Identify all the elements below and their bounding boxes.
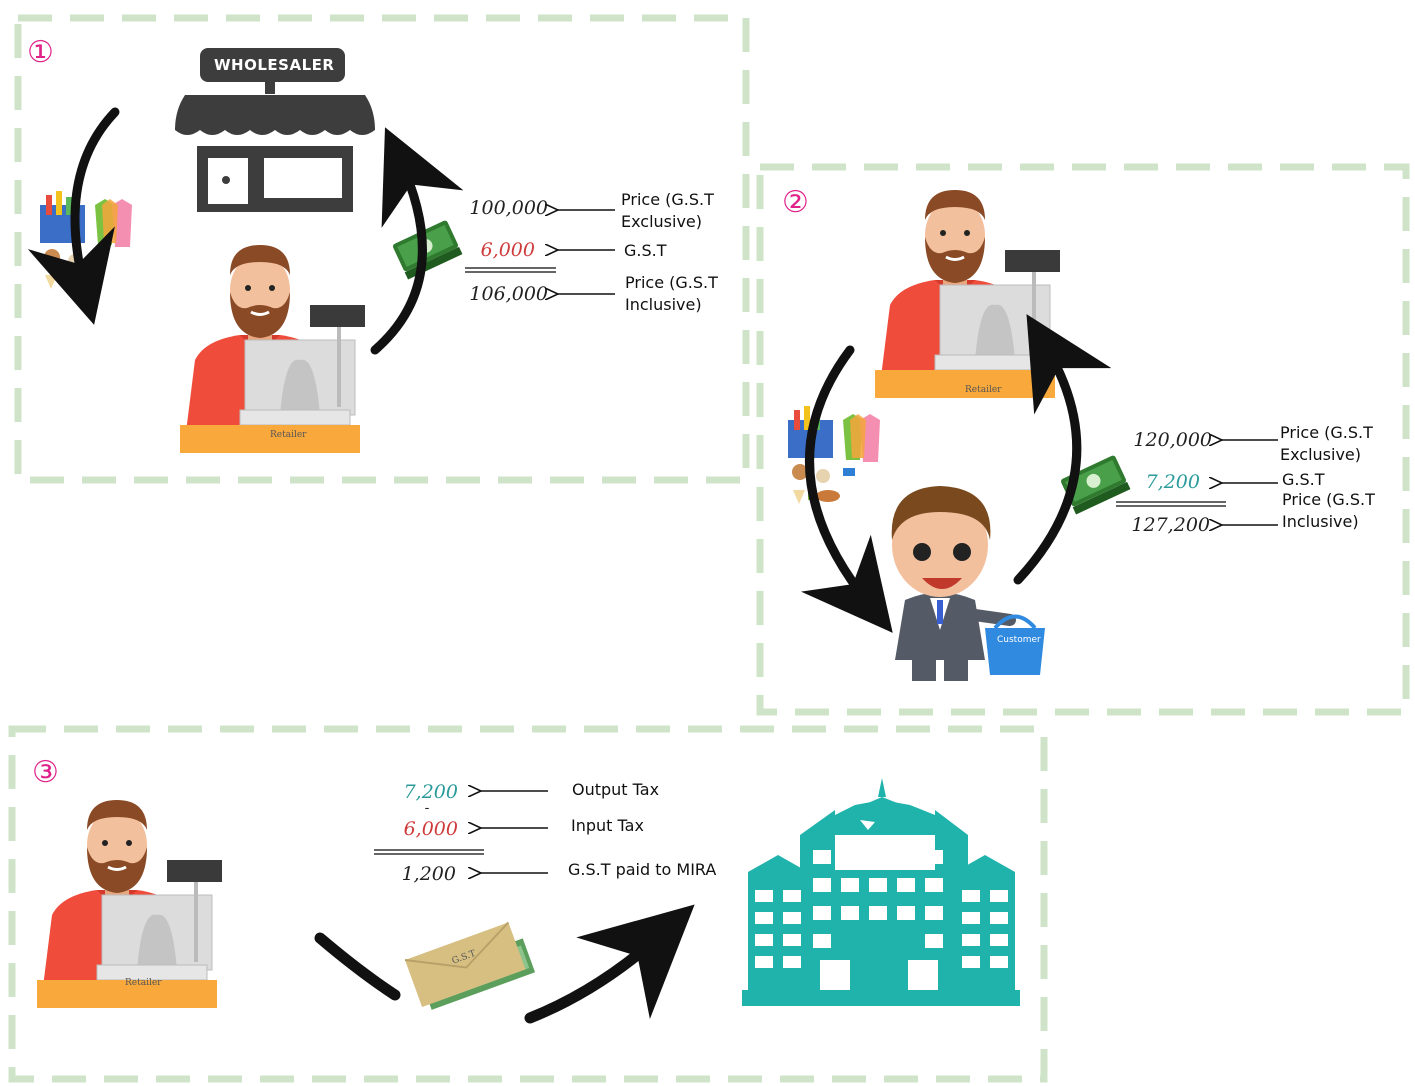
- p3-value-input-tax: 6,000: [404, 818, 458, 840]
- customer-icon: Customer: [891, 486, 1045, 681]
- arrow-icon: [524, 904, 695, 1024]
- p2-label-gst: G.S.T: [1282, 470, 1325, 489]
- panel2-frame: [756, 163, 1410, 716]
- wholesaler-sign: WHOLESALER: [214, 56, 334, 74]
- p3-value-output-tax: 7,200: [404, 781, 458, 803]
- p1-label-gst: G.S.T: [624, 241, 667, 260]
- p2-value-price-inclusive: 127,200: [1131, 514, 1210, 536]
- goods-icon: [788, 406, 880, 504]
- p1-label-price-exclusive-1: Price (G.S.T: [621, 190, 714, 209]
- p1-value-price-inclusive: 106,000: [469, 283, 548, 305]
- building-windows: [755, 850, 1008, 990]
- basket-label: Customer: [997, 635, 1041, 645]
- p2-value-gst: 7,200: [1146, 471, 1200, 493]
- arrow-icon: [1013, 314, 1112, 585]
- p2-value-price-exclusive: 120,000: [1133, 429, 1212, 451]
- p1-label-price-inclusive-1: Price (G.S.T: [625, 273, 718, 292]
- step-number-1: ①: [27, 35, 54, 70]
- shop-icon: WHOLESALER: [175, 48, 375, 212]
- p2-label-price-inclusive-2: Inclusive): [1282, 512, 1359, 531]
- cash-icon: [392, 219, 463, 280]
- p3-label-gst-paid: G.S.T paid to MIRA: [568, 860, 716, 879]
- retailer-icon: [35, 798, 224, 1010]
- p2-label-price-inclusive-1: Price (G.S.T: [1282, 490, 1375, 509]
- p3-label-output-tax: Output Tax: [572, 780, 659, 799]
- arrow-icon: [370, 127, 464, 355]
- p3-value-gst-paid: 1,200: [402, 863, 456, 885]
- p1-value-price-exclusive: 100,000: [469, 197, 548, 219]
- envelope-icon: G.S.T: [404, 921, 536, 1010]
- panel1-frame: [14, 14, 750, 484]
- step-number-3: ③: [32, 755, 59, 790]
- p3-label-input-tax: Input Tax: [571, 816, 644, 835]
- p1-label-price-inclusive-2: Inclusive): [625, 295, 702, 314]
- retailer-icon: [873, 188, 1062, 400]
- arrow-icon: [801, 345, 893, 633]
- p3-minus-sign: -: [425, 800, 430, 816]
- retailer-icon: [178, 243, 367, 455]
- p2-label-price-exclusive-1: Price (G.S.T: [1280, 423, 1373, 442]
- register-label-1: Retailer: [270, 430, 307, 440]
- p1-label-price-exclusive-2: Exclusive): [621, 212, 702, 231]
- p1-value-gst: 6,000: [481, 239, 535, 261]
- register-label-3: Retailer: [125, 978, 162, 988]
- arrow-icon: [314, 932, 401, 1001]
- panel3-frame: [8, 725, 1048, 1083]
- goods-icon: [40, 191, 132, 289]
- arrow-icon: [27, 107, 120, 325]
- step-number-2: ②: [782, 185, 809, 220]
- register-label-2: Retailer: [965, 385, 1002, 395]
- p2-label-price-exclusive-2: Exclusive): [1280, 445, 1361, 464]
